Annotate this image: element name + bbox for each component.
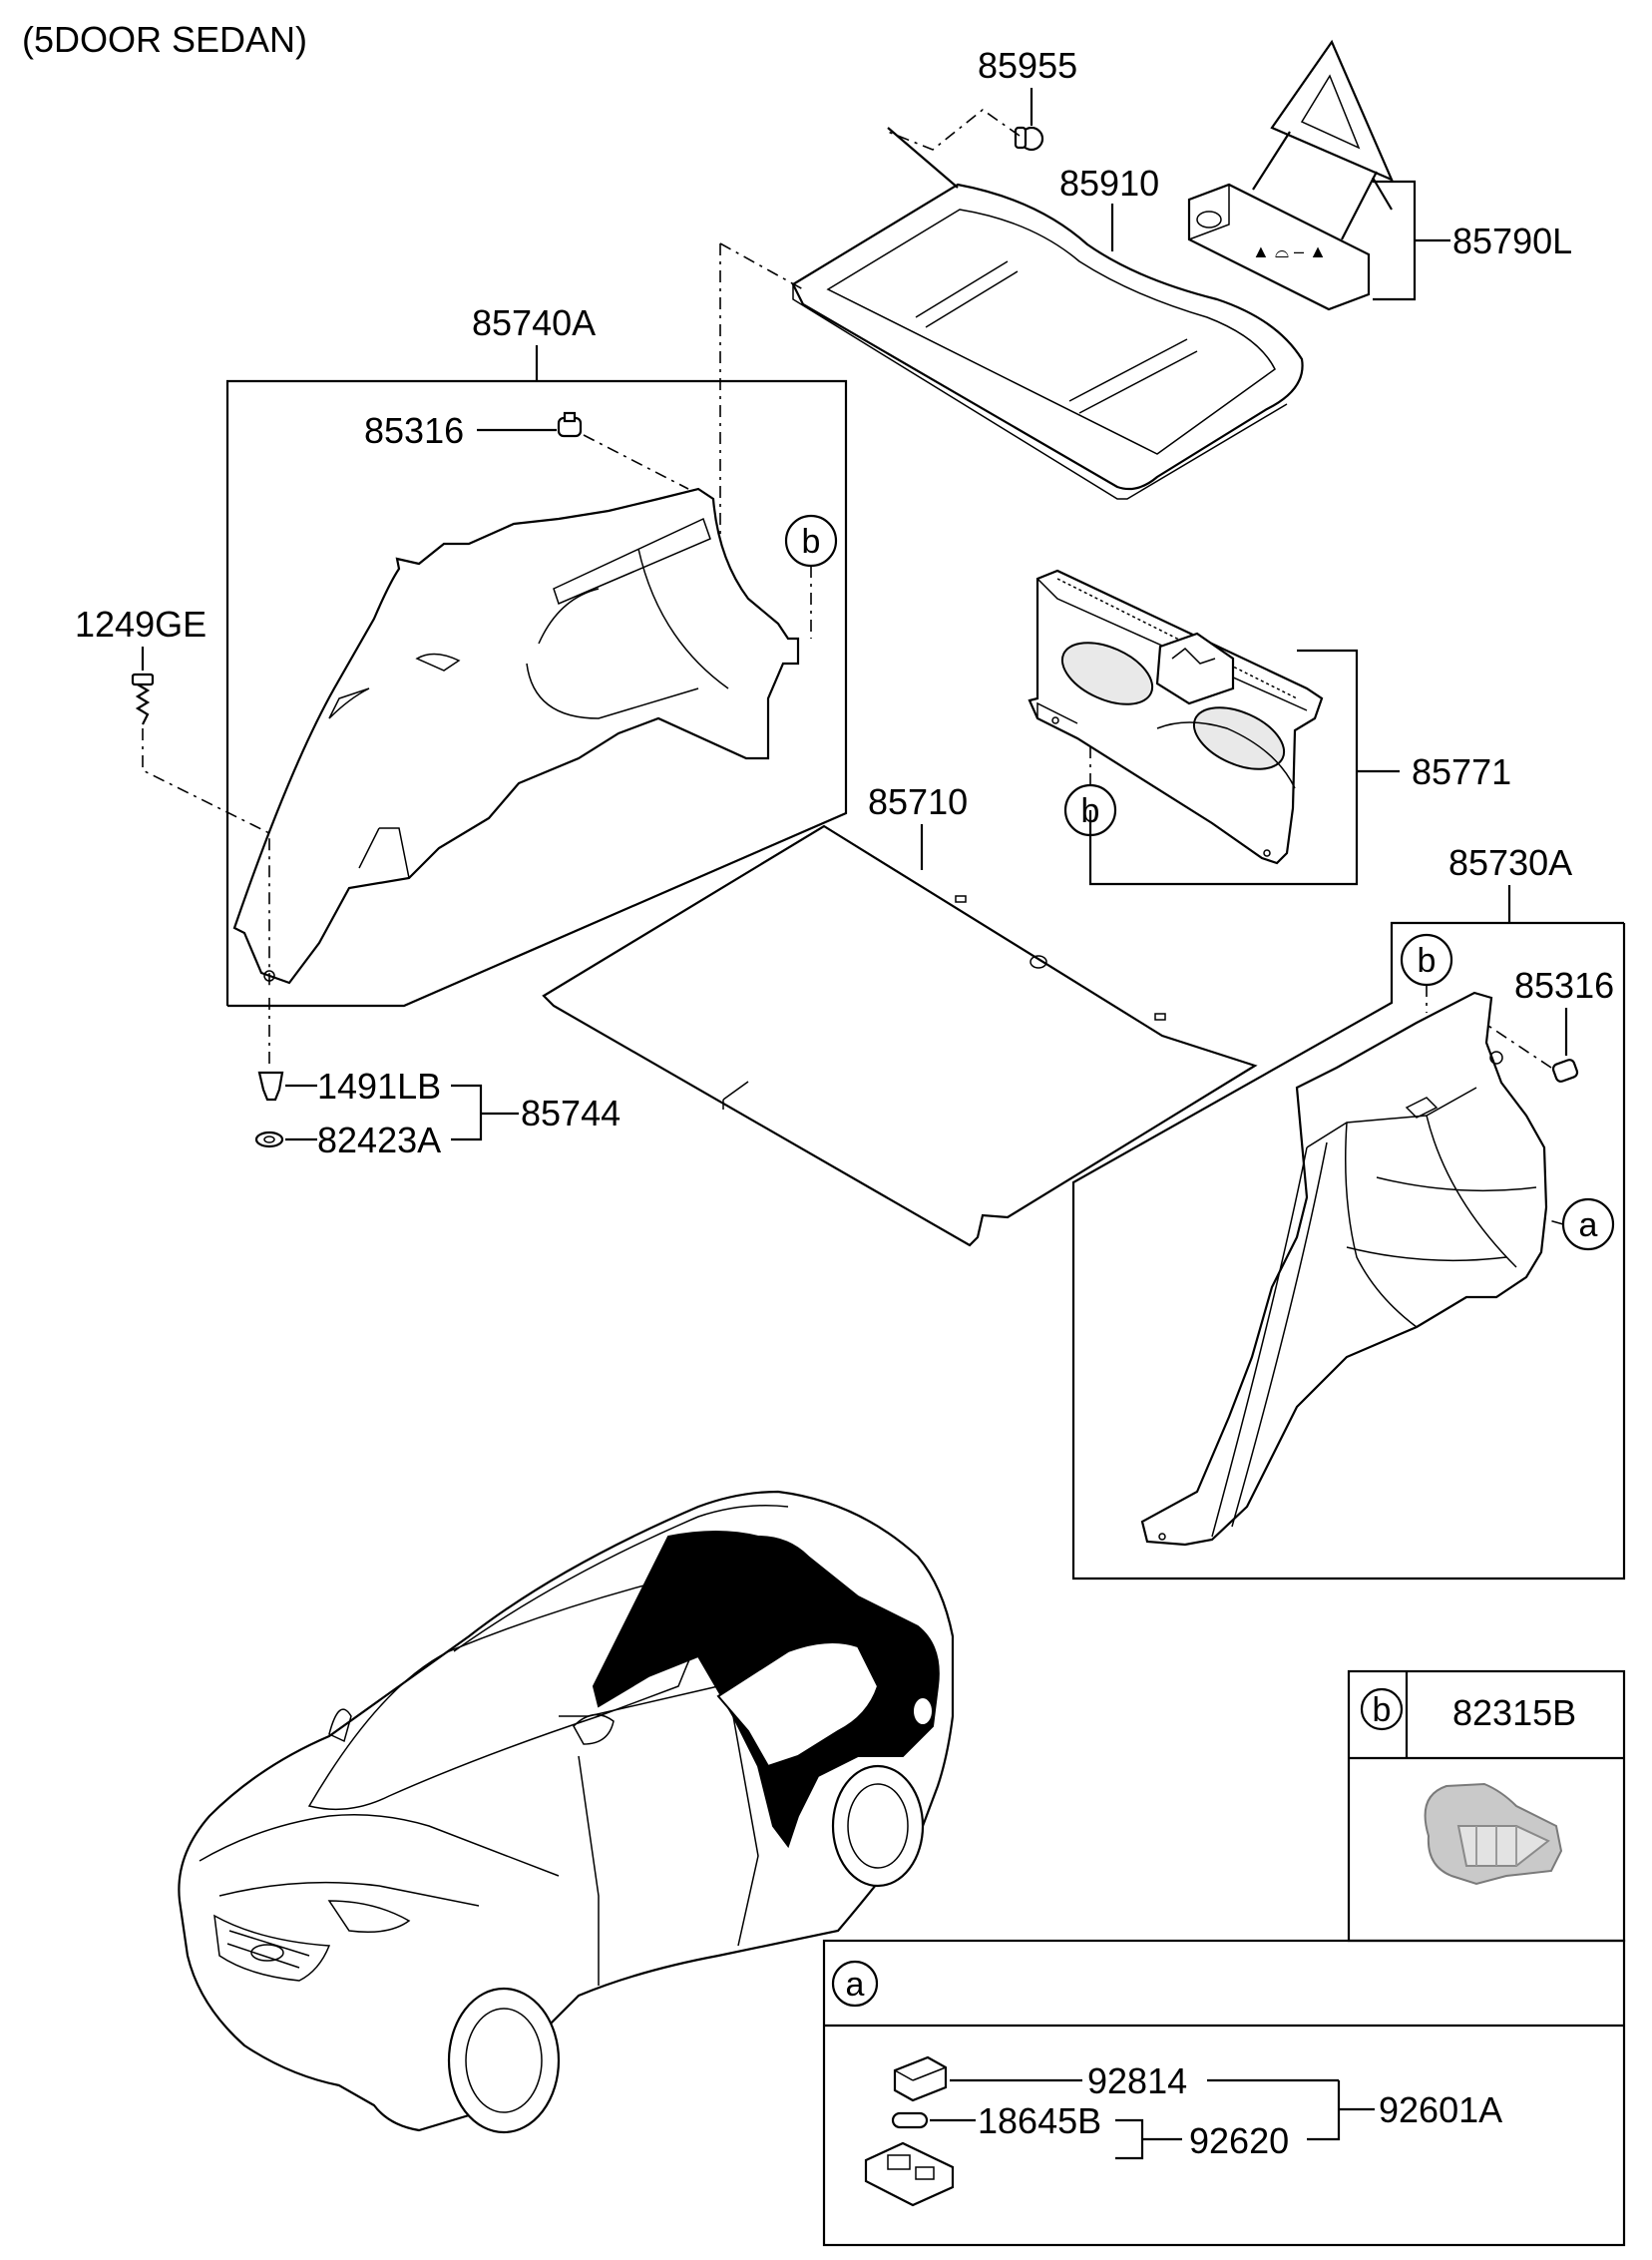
clip-85316-left	[557, 411, 583, 438]
clip-85955	[1014, 126, 1044, 152]
vehicle-illustration	[178, 1490, 955, 2134]
clip-82315B-image	[1424, 1782, 1563, 1886]
label-85710[interactable]: 85710	[868, 781, 968, 822]
label-92601A[interactable]: 92601A	[1379, 2089, 1502, 2130]
label-82423A[interactable]: 82423A	[317, 1120, 441, 1160]
callout-a-detail[interactable]: a	[831, 1960, 879, 2008]
label-92620[interactable]: 92620	[1189, 2120, 1289, 2161]
bulb-18645B	[891, 2111, 929, 2129]
screw-1249GE	[131, 673, 155, 725]
washer-82423A	[254, 1130, 284, 1148]
label-85790L[interactable]: 85790L	[1452, 221, 1572, 261]
housing-92620	[864, 2141, 955, 2207]
clip-85316-right	[1551, 1059, 1579, 1083]
label-82315B[interactable]: 82315B	[1452, 1692, 1576, 1733]
callout-b-detail[interactable]: b	[1360, 1687, 1404, 1731]
lens-92814	[893, 2055, 948, 2102]
label-1491LB[interactable]: 1491LB	[317, 1066, 441, 1107]
svg-text:a: a	[846, 1966, 865, 2004]
svg-text:b: b	[1081, 792, 1100, 830]
label-85316-right[interactable]: 85316	[1514, 965, 1614, 1006]
box-85740A	[225, 379, 848, 1008]
detail-box-a	[822, 1939, 1626, 2247]
quarter-trim-left	[232, 487, 800, 985]
label-92814[interactable]: 92814	[1087, 2060, 1187, 2101]
label-85955[interactable]: 85955	[978, 45, 1077, 86]
svg-text:a: a	[1579, 1206, 1598, 1244]
label-1249GE[interactable]: 1249GE	[75, 604, 206, 645]
diagram-title: (5DOOR SEDAN)	[22, 19, 307, 60]
svg-text:b: b	[1418, 942, 1437, 980]
svg-text:b: b	[1373, 1691, 1392, 1729]
trunk-sill-85771	[1028, 569, 1324, 865]
callout-b-left[interactable]: b	[784, 514, 838, 568]
label-85744[interactable]: 85744	[521, 1093, 620, 1133]
label-85910[interactable]: 85910	[1059, 163, 1159, 204]
callout-a-right[interactable]: a	[1561, 1197, 1615, 1251]
svg-text:▲ ⌓ ‒ ▲: ▲ ⌓ ‒ ▲	[1252, 241, 1327, 261]
cargo-shelf-85910	[791, 127, 1304, 500]
svg-text:b: b	[802, 523, 821, 561]
quarter-trim-right	[1140, 991, 1548, 1547]
callout-b-right[interactable]: b	[1400, 933, 1453, 987]
label-18645B[interactable]: 18645B	[978, 2100, 1101, 2141]
warning-triangle-85790L: ▲ ⌓ ‒ ▲	[1187, 39, 1395, 311]
trunk-mat-85710	[542, 824, 1258, 1247]
label-85740A[interactable]: 85740A	[472, 302, 596, 343]
label-85730A[interactable]: 85730A	[1448, 842, 1572, 883]
box-85730A	[1071, 921, 1626, 1581]
callout-b-85771[interactable]: b	[1063, 783, 1117, 837]
fastener-1491LB	[257, 1071, 284, 1102]
label-85316-left[interactable]: 85316	[364, 410, 464, 451]
label-85771[interactable]: 85771	[1412, 751, 1511, 792]
